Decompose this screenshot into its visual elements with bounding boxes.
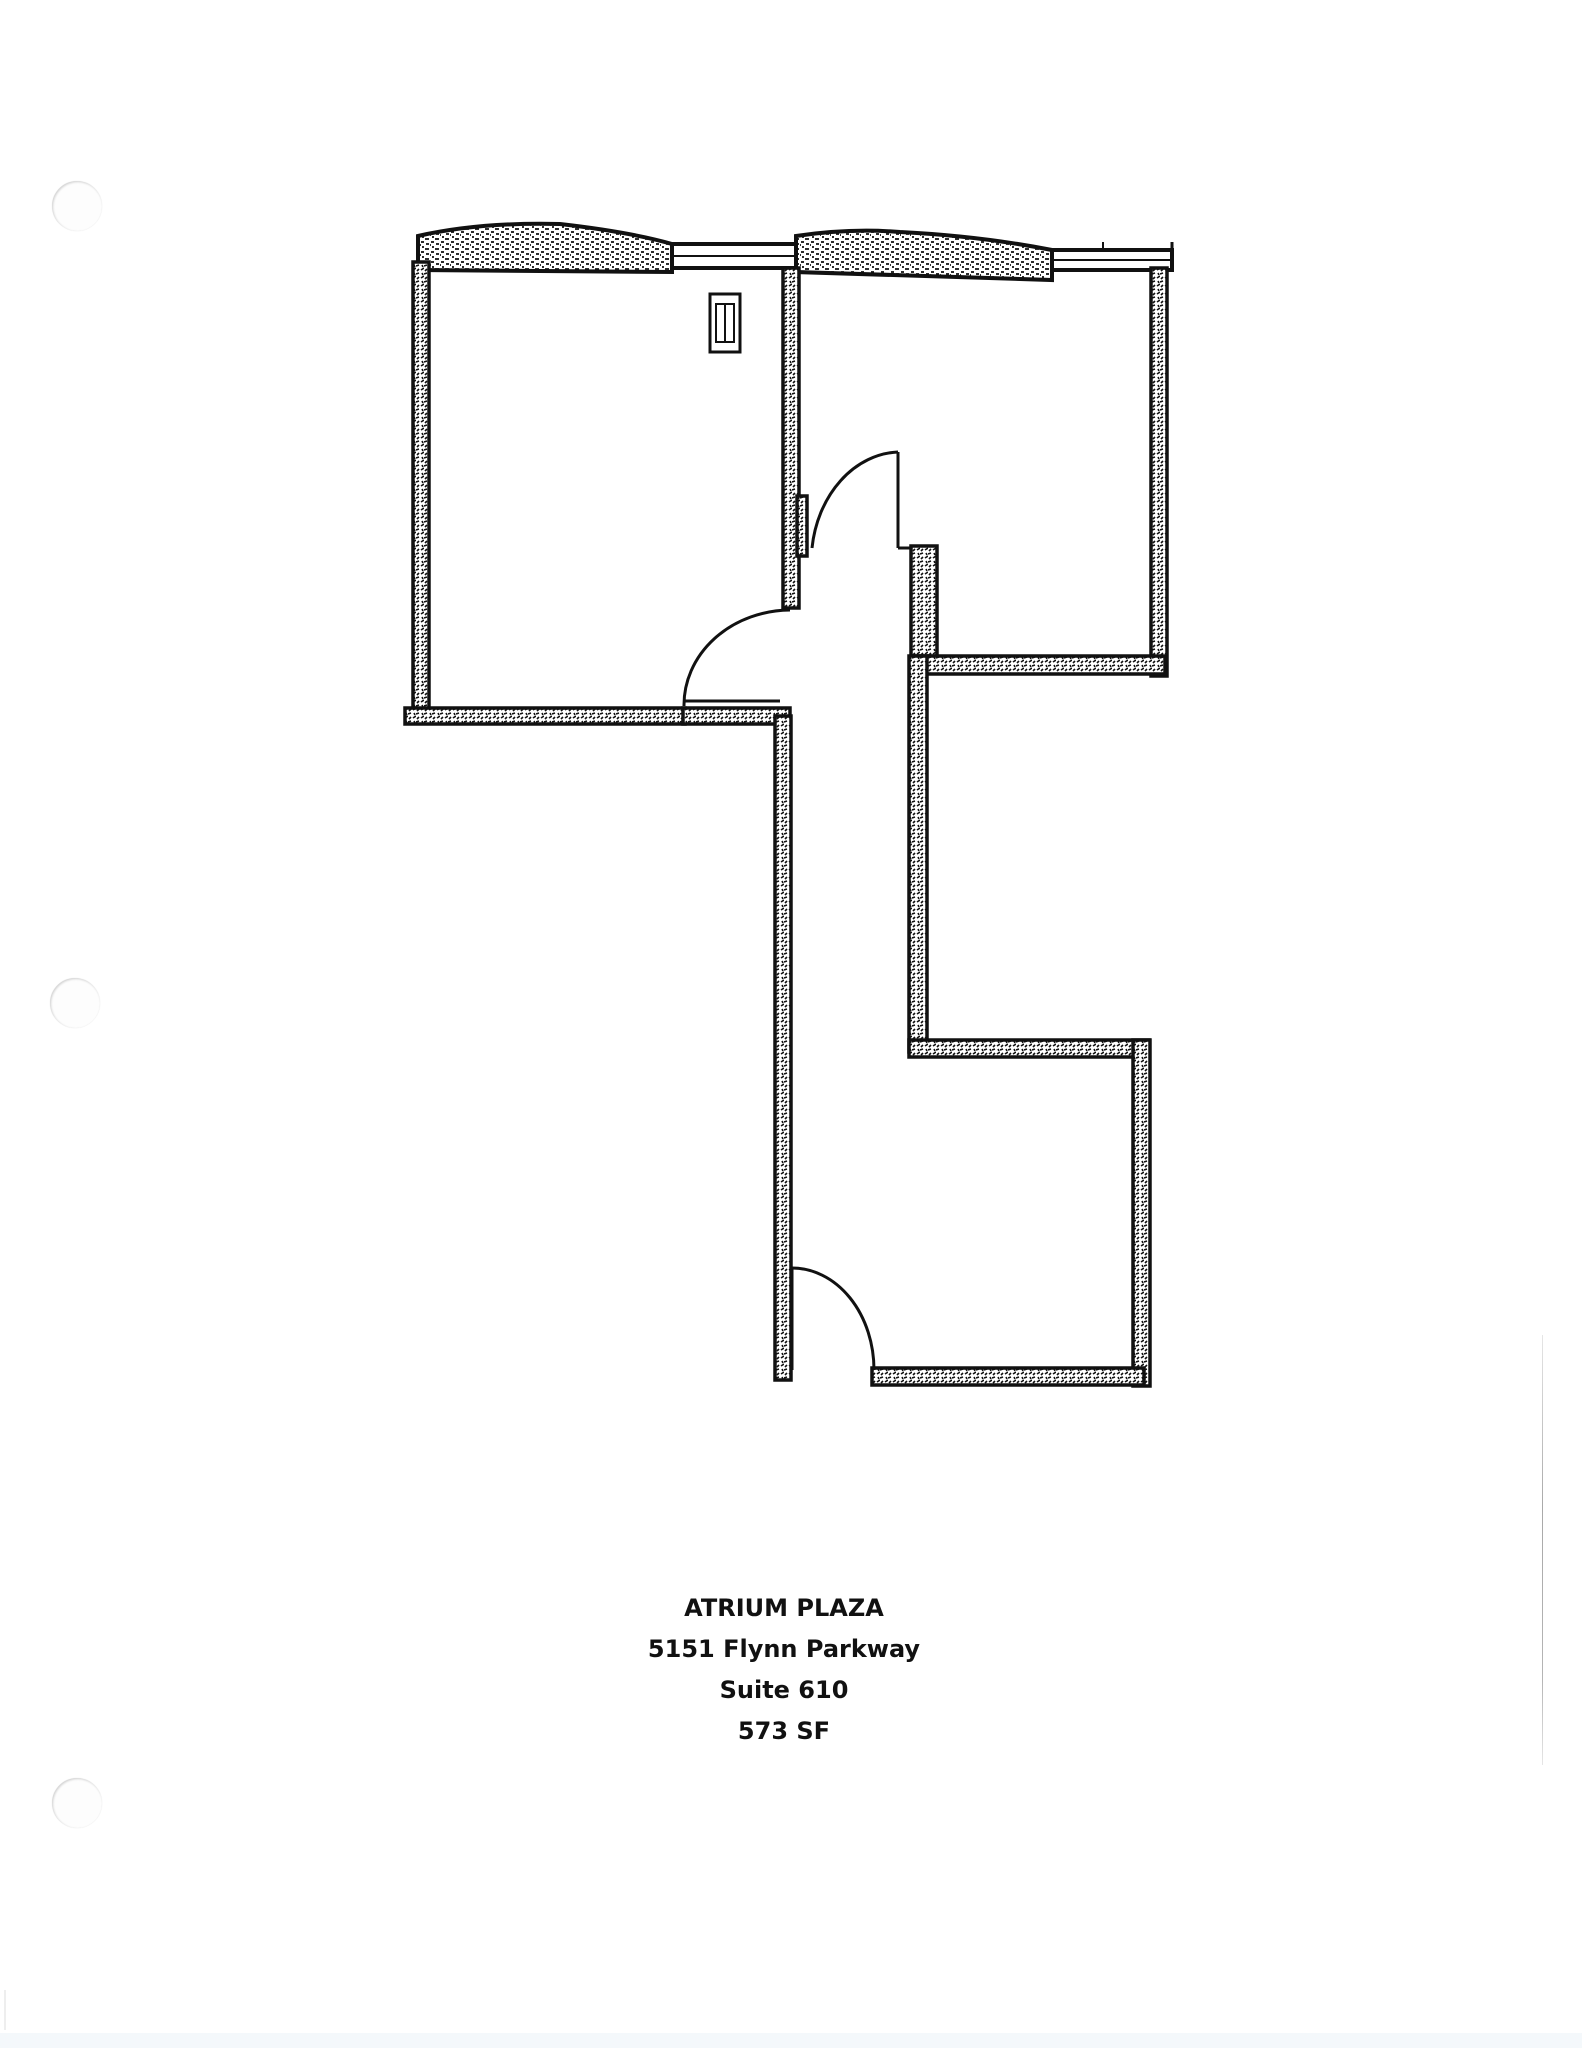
- wall-partition-stub: [795, 494, 809, 558]
- door-northeast-office: [810, 450, 911, 550]
- scan-left-edge: [4, 1990, 6, 2030]
- door-northwest-office: [682, 608, 791, 707]
- wall-northeast-room-south: [911, 654, 1167, 676]
- wall-west: [411, 260, 431, 722]
- building-name: ATRIUM PLAZA: [684, 1594, 884, 1622]
- exterior-window-wall: [416, 221, 1174, 283]
- wall-northwest-room-south-left: [403, 706, 687, 726]
- interior-walls: [403, 260, 1169, 1388]
- wall-corridor-west: [773, 714, 793, 1382]
- property-caption: ATRIUM PLAZA 5151 Flynn Parkway Suite 61…: [0, 1588, 1568, 1752]
- scan-edge-line: [1542, 1335, 1543, 1765]
- square-footage: 573 SF: [737, 1717, 831, 1745]
- door-south-office: [790, 1266, 876, 1371]
- wall-stub-block: [909, 544, 939, 658]
- wall-corridor-east: [907, 654, 929, 1054]
- binder-hole-bottom: [52, 1778, 102, 1828]
- suite-number: Suite 610: [719, 1676, 849, 1704]
- wall-east-north: [1149, 266, 1169, 678]
- scan-bottom-band: [0, 2033, 1582, 2048]
- binder-hole-top: [52, 181, 102, 231]
- wall-south-room-east: [1131, 1038, 1152, 1388]
- binder-hole-middle: [50, 978, 100, 1028]
- electrical-panel-icon: [708, 292, 742, 354]
- wall-south-room-south: [870, 1366, 1146, 1387]
- street-address: 5151 Flynn Parkway: [647, 1635, 921, 1663]
- wall-south-room-north: [907, 1038, 1151, 1059]
- wall-partition-north: [781, 266, 801, 610]
